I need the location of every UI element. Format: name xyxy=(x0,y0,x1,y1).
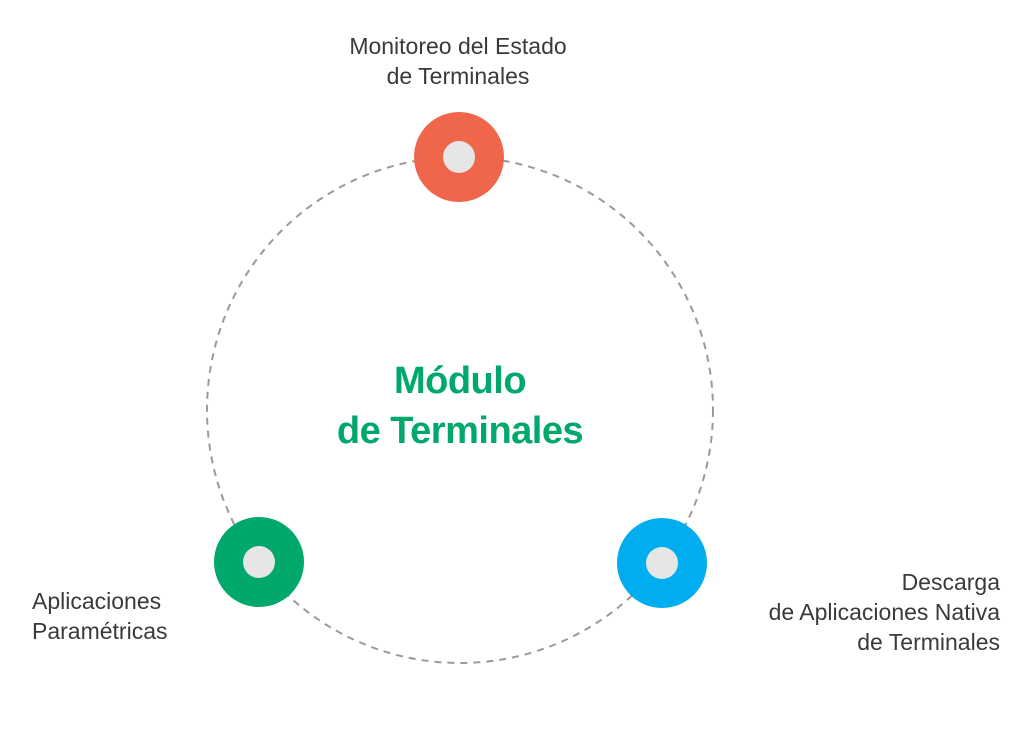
node-native-download xyxy=(617,518,707,608)
node-native-download-label-line-2: de Aplicaciones Nativa xyxy=(768,599,1000,625)
dashed-ring xyxy=(206,156,714,664)
node-parametric-apps xyxy=(214,517,304,607)
center-title: Módulo de Terminales xyxy=(300,356,620,456)
node-parametric-apps-label-line-1: Aplicaciones xyxy=(32,588,162,614)
node-native-download-inner xyxy=(646,547,678,579)
node-monitoring xyxy=(414,112,504,202)
node-monitoring-label-line-1: Monitoreo del Estado xyxy=(349,33,567,59)
node-monitoring-inner xyxy=(443,141,475,173)
node-native-download-label-line-1: Descarga xyxy=(901,569,1000,595)
node-parametric-apps-label: Aplicaciones Paramétricas xyxy=(32,586,252,646)
center-title-line-1: Módulo xyxy=(393,360,527,402)
node-parametric-apps-label-line-2: Paramétricas xyxy=(32,618,168,644)
node-native-download-label-line-3: de Terminales xyxy=(857,629,1000,655)
node-parametric-apps-inner xyxy=(243,546,275,578)
node-native-download-label: Descarga de Aplicaciones Nativa de Termi… xyxy=(700,567,1000,657)
center-title-line-2: de Terminales xyxy=(336,410,584,452)
node-monitoring-label: Monitoreo del Estado de Terminales xyxy=(268,31,648,91)
node-monitoring-label-line-2: de Terminales xyxy=(386,63,530,89)
